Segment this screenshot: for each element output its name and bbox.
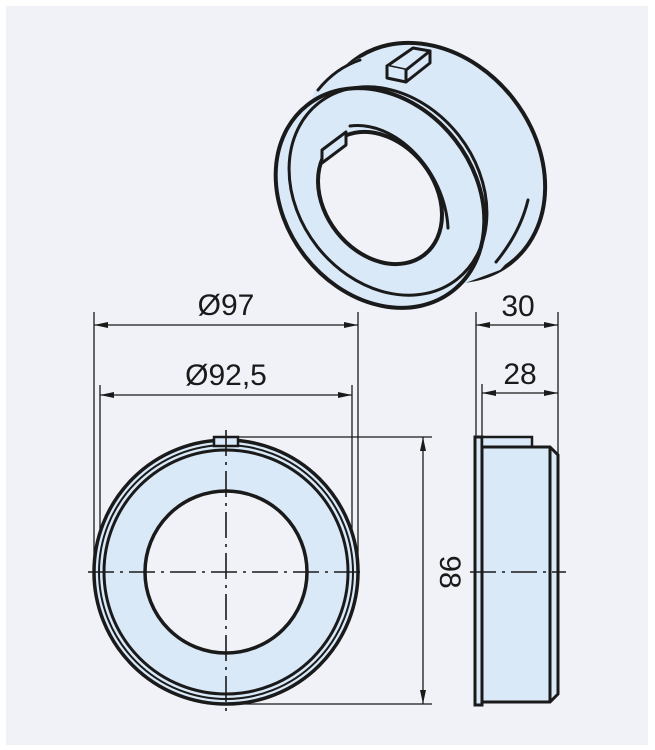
body-width-label: 28 bbox=[503, 358, 536, 391]
dimension-collar-diameter: Ø92,5 bbox=[100, 359, 352, 398]
collar-diameter-label: Ø92,5 bbox=[185, 359, 267, 392]
dimension-outer-diameter: Ø97 bbox=[94, 289, 358, 328]
dimension-total-width: 30 bbox=[476, 290, 558, 328]
dimension-body-width: 28 bbox=[482, 358, 558, 396]
dimension-height: 98 bbox=[226, 436, 466, 705]
total-width-label: 30 bbox=[501, 290, 534, 323]
height-label: 98 bbox=[433, 555, 466, 588]
isometric-view bbox=[273, 40, 548, 310]
side-view bbox=[470, 312, 566, 707]
front-view bbox=[88, 312, 364, 712]
outer-diameter-label: Ø97 bbox=[198, 289, 255, 322]
